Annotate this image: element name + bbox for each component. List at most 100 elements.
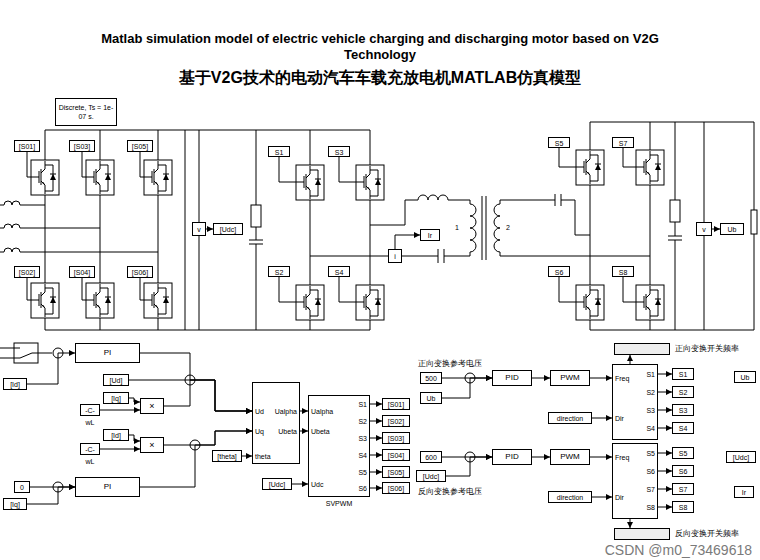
text-holder: S6 bbox=[646, 467, 655, 476]
text-holder: [Iq] bbox=[104, 394, 128, 403]
text-holder: i bbox=[389, 252, 401, 261]
text-holder: Ualpha bbox=[275, 407, 297, 416]
resistor-symbol bbox=[251, 205, 261, 227]
block-text: S4 bbox=[335, 268, 344, 275]
from-tag: [Udc] bbox=[262, 478, 292, 490]
text-holder: PWM bbox=[551, 452, 589, 462]
block-text: [S05] bbox=[388, 469, 404, 476]
voltage-measurement: v bbox=[696, 222, 712, 236]
goto-tag: S5 bbox=[672, 447, 694, 459]
text-holder: Ir bbox=[735, 488, 753, 497]
text-holder: Ir bbox=[421, 231, 439, 240]
block-text: [S02] bbox=[19, 269, 35, 276]
signal-line bbox=[206, 229, 213, 230]
block-text: [S04] bbox=[388, 452, 404, 459]
block-text: PWM bbox=[560, 373, 580, 382]
from-tag: [Udc] bbox=[416, 470, 446, 482]
signal-line bbox=[129, 435, 140, 441]
goto-tag: S2 bbox=[672, 386, 694, 398]
block-text: Ub bbox=[728, 226, 737, 233]
block-text: [S05] bbox=[132, 143, 148, 150]
label-holder: 基于V2G技术的电动汽车车载充放电机MATLAB仿真模型 bbox=[0, 68, 760, 87]
block-annotation: 正向变换参考电压 bbox=[418, 359, 482, 368]
goto-tag: Ir bbox=[420, 229, 440, 241]
block-text: [S01] bbox=[19, 143, 35, 150]
signal-line bbox=[658, 507, 672, 508]
text-holder: S8 bbox=[613, 267, 633, 276]
signal-line bbox=[658, 489, 672, 490]
block-text: [Id] bbox=[111, 432, 121, 439]
switch-block bbox=[14, 343, 38, 363]
block-text: S5 bbox=[679, 450, 688, 457]
port-label: S5 bbox=[358, 469, 367, 476]
text-holder: [S03] bbox=[383, 434, 409, 443]
port-label: theta bbox=[255, 453, 271, 460]
signal-line bbox=[100, 449, 140, 450]
text-holder: [Id] bbox=[4, 380, 26, 389]
signal-line bbox=[27, 487, 75, 504]
signal-line bbox=[370, 488, 382, 489]
port-label: Udc bbox=[311, 481, 323, 488]
block-text: [S03] bbox=[74, 143, 90, 150]
text-holder: Udc bbox=[311, 480, 323, 489]
text-holder: [S01] bbox=[15, 142, 39, 151]
signal-line bbox=[630, 355, 631, 364]
goto-tag: [Udc] bbox=[213, 223, 243, 235]
from-tag: [Iq] bbox=[3, 498, 27, 510]
igbt-symbol bbox=[636, 285, 664, 320]
block-name: 反向变换开关频率 bbox=[675, 529, 739, 538]
signal-line bbox=[592, 497, 612, 498]
block-text: direction bbox=[557, 415, 583, 422]
igbt-symbol bbox=[356, 165, 384, 200]
text-holder: 500 bbox=[421, 374, 441, 383]
text-holder: 0 bbox=[15, 483, 29, 492]
text-holder: [S06] bbox=[383, 484, 409, 493]
text-holder: [S05] bbox=[383, 468, 409, 477]
text-holder: S3 bbox=[358, 434, 367, 443]
port-label: S2 bbox=[646, 389, 655, 396]
signal-line bbox=[658, 471, 672, 472]
text-holder: PID bbox=[493, 452, 531, 462]
block-text: S6 bbox=[555, 268, 564, 275]
signal-line bbox=[590, 378, 612, 379]
igbt-symbol bbox=[144, 160, 172, 195]
constant-block: 500 bbox=[420, 372, 442, 384]
signal-line bbox=[140, 431, 252, 487]
port-label: S7 bbox=[646, 486, 655, 493]
display-block: 反向变换开关频率 bbox=[614, 528, 670, 540]
label-holder: 反向变换参考电压 bbox=[418, 486, 482, 497]
block-text: [Udc] bbox=[220, 226, 236, 233]
switch-logic-block: FreqDirS5S6S7S8 bbox=[612, 443, 658, 519]
port-label: S3 bbox=[646, 407, 655, 414]
goto-tag: S8 bbox=[612, 266, 634, 277]
block-text: [Udc] bbox=[269, 481, 285, 488]
from-tag: Ub bbox=[734, 371, 756, 383]
block-text: direction bbox=[557, 494, 583, 501]
signal-line bbox=[532, 457, 550, 458]
block-text: Ub bbox=[427, 395, 436, 402]
signal-line bbox=[300, 431, 308, 432]
resistor-symbol bbox=[670, 200, 680, 222]
display-block: 正向变换开关频率 bbox=[614, 343, 670, 355]
text-holder: S2 bbox=[358, 417, 367, 426]
text-holder: S7 bbox=[613, 138, 633, 147]
goto-tag: [S05] bbox=[382, 466, 410, 478]
text-holder: Ualpha bbox=[311, 407, 333, 416]
block-text: [S06] bbox=[388, 485, 404, 492]
constant-block: -C-wL bbox=[80, 443, 100, 455]
title-block: Matlab simulation model of electric vehi… bbox=[70, 31, 690, 63]
text-holder: × bbox=[141, 401, 163, 412]
port-label: Ubeta bbox=[311, 428, 330, 435]
goto-tag: Ub bbox=[720, 223, 744, 235]
text-holder: [S02] bbox=[383, 417, 409, 426]
signal-line bbox=[658, 410, 672, 411]
text-holder: 600 bbox=[421, 453, 441, 462]
block-text: [S02] bbox=[388, 418, 404, 425]
winding-number: 2 bbox=[506, 224, 510, 231]
text-holder: [Udc] bbox=[263, 480, 291, 489]
voltage-measurement: v bbox=[192, 222, 206, 236]
text-holder: wL bbox=[86, 418, 95, 427]
text-holder: S1 bbox=[269, 147, 289, 156]
port-label: S1 bbox=[646, 371, 655, 378]
